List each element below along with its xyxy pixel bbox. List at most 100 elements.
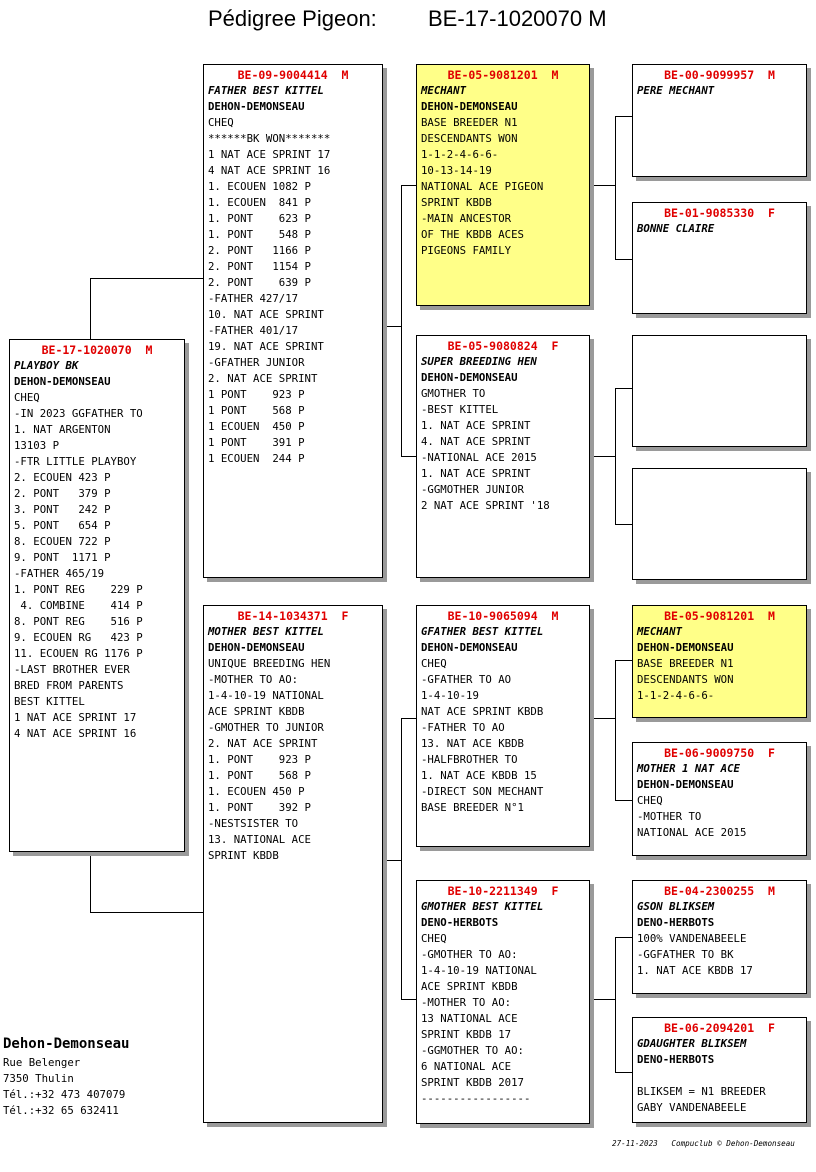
pigeon-card-ggm-mother-1-nat-ace[interactable]: BE-06-9009750 F MOTHER 1 NAT ACE DEHON-D… — [632, 742, 807, 856]
card-line: NAT ACE SPRINT KBDB — [421, 705, 544, 718]
connector-line — [588, 456, 615, 457]
connector-line — [401, 185, 417, 186]
pigeon-card-ggm-bonne-claire[interactable]: BE-01-9085330 F BONNE CLAIRE — [632, 202, 807, 314]
card-line: PIGEONS FAMILY — [421, 244, 512, 257]
card-line: -FATHER TO AO — [421, 721, 505, 734]
connector-line — [588, 718, 615, 719]
footer-credit: 27-11-2023 Compuclub © Dehon-Demonseau — [612, 1139, 795, 1148]
ring-number: BE-10-2211349 F — [447, 884, 559, 898]
connector-line — [401, 185, 402, 456]
card-line: SPRINT KBDB 17 — [421, 1028, 512, 1041]
owner-name: DENO-HERBOTS — [637, 916, 715, 929]
connector-line — [615, 937, 632, 938]
card-line: 13103 P — [14, 439, 60, 452]
pigeon-card-ggf-mechant[interactable]: BE-05-9081201 M MECHANT DEHON-DEMONSEAU … — [632, 605, 807, 718]
owner-name: DEHON-DEMONSEAU — [421, 641, 518, 654]
pigeon-card-paternal-grandmother[interactable]: BE-05-9080824 F SUPER BREEDING HEN DEHON… — [416, 335, 590, 578]
pigeon-name: PLAYBOY BK — [14, 359, 79, 372]
card-line: 2. NAT ACE SPRINT — [208, 737, 318, 750]
pigeon-name: GSON BLIKSEM — [637, 900, 715, 913]
connector-line — [615, 660, 616, 800]
card-line: -GMOTHER TO AO: — [421, 948, 518, 961]
connector-line — [615, 937, 616, 1072]
title-label: Pédigree Pigeon: — [208, 6, 377, 31]
pigeon-card-father[interactable]: BE-09-9004414 M FATHER BEST KITTEL DEHON… — [203, 64, 383, 578]
card-line: 1. PONT 392 P — [208, 801, 311, 814]
pigeon-card-paternal-grandfather[interactable]: BE-05-9081201 M MECHANT DEHON-DEMONSEAU … — [416, 64, 590, 306]
card-line: 13. NAT ACE KBDB — [421, 737, 524, 750]
card-line: 2. PONT 1166 P — [208, 244, 311, 257]
card-line: 13. NATIONAL ACE — [208, 833, 311, 846]
card-line: 1. ECOUEN 450 P — [208, 785, 305, 798]
card-line: BRED FROM PARENTS — [14, 679, 124, 692]
breeder-phone-mobile: Tél.:+32 473 407079 — [3, 1088, 126, 1101]
card-line: -GGFATHER TO BK — [637, 948, 734, 961]
card-line: 1. NAT ACE SPRINT — [421, 467, 531, 480]
pigeon-name: BONNE CLAIRE — [637, 222, 715, 235]
pigeon-name: FATHER BEST KITTEL — [208, 84, 324, 97]
pigeon-card-ggf-pere-mechant[interactable]: BE-00-9099957 M PERE MECHANT — [632, 64, 807, 177]
pigeon-name: GDAUGHTER BLIKSEM — [637, 1037, 747, 1050]
connector-line — [381, 326, 401, 327]
card-line: CHEQ — [421, 932, 447, 945]
ring-number: BE-06-9009750 F — [664, 746, 775, 760]
card-line: DESCENDANTS WON — [637, 673, 734, 686]
connector-line — [381, 860, 401, 861]
card-line: 1 PONT 391 P — [208, 436, 305, 449]
breeder-name: Dehon-Demonseau — [3, 1036, 130, 1052]
connector-line — [401, 718, 417, 719]
card-line: CHEQ — [637, 794, 663, 807]
card-line: 1. PONT 548 P — [208, 228, 311, 241]
card-line: 1. PONT REG 229 P — [14, 583, 143, 596]
connector-line — [615, 660, 632, 661]
card-line: CHEQ — [421, 657, 447, 670]
card-line: -GFATHER TO AO — [421, 673, 512, 686]
connector-line — [615, 259, 632, 260]
card-line: 4. COMBINE 414 P — [14, 599, 143, 612]
card-line: 1 ECOUEN 244 P — [208, 452, 305, 465]
card-line: 1-1-2-4-6-6- — [637, 689, 715, 702]
card-line: 1. NAT ACE KBDB 17 — [637, 964, 753, 977]
connector-line — [401, 718, 402, 999]
card-line: CHEQ — [208, 116, 234, 129]
connector-line — [90, 852, 91, 912]
breeder-city: 7350 Thulin — [3, 1072, 74, 1085]
connector-line — [615, 116, 632, 117]
card-line: -GGMOTHER JUNIOR — [421, 483, 524, 496]
card-line: 2. PONT 1154 P — [208, 260, 311, 273]
pigeon-card-ggf-gson-bliksem[interactable]: BE-04-2300255 M GSON BLIKSEM DENO-HERBOT… — [632, 880, 807, 994]
pigeon-card-ggm-gdaughter-bliksem[interactable]: BE-06-2094201 F GDAUGHTER BLIKSEM DENO-H… — [632, 1017, 807, 1123]
pigeon-card-empty[interactable] — [632, 335, 807, 447]
pigeon-card-subject[interactable]: BE-17-1020070 M PLAYBOY BK DEHON-DEMONSE… — [9, 339, 185, 852]
card-line: GABY VANDENABEELE — [637, 1101, 747, 1114]
pigeon-card-mother[interactable]: BE-14-1034371 F MOTHER BEST KITTEL DEHON… — [203, 605, 383, 1123]
owner-name: DEHON-DEMONSEAU — [14, 375, 111, 388]
card-line: 2. ECOUEN 423 P — [14, 471, 111, 484]
connector-line — [401, 999, 417, 1000]
card-line: NATIONAL ACE 2015 — [637, 826, 747, 839]
owner-name: DEHON-DEMONSEAU — [421, 100, 518, 113]
card-line: CHEQ — [14, 391, 40, 404]
card-line: 100% VANDENABEELE — [637, 932, 747, 945]
ring-number: BE-01-9085330 F — [664, 206, 775, 220]
card-line: 1. NAT ACE SPRINT — [421, 419, 531, 432]
card-line: -FATHER 401/17 — [208, 324, 299, 337]
pigeon-card-maternal-grandfather[interactable]: BE-10-9065094 M GFATHER BEST KITTEL DEHO… — [416, 605, 590, 847]
card-line: -GMOTHER TO JUNIOR — [208, 721, 324, 734]
card-line: 8. ECOUEN 722 P — [14, 535, 111, 548]
owner-name: DEHON-DEMONSEAU — [421, 371, 518, 384]
card-line: -HALFBROTHER TO — [421, 753, 518, 766]
card-line: 1. ECOUEN 1082 P — [208, 180, 311, 193]
card-line: 2. PONT 639 P — [208, 276, 311, 289]
breeder-street: Rue Belenger — [3, 1056, 81, 1069]
card-line: 4 NAT ACE SPRINT 16 — [14, 727, 137, 740]
card-line: -DIRECT SON MECHANT — [421, 785, 544, 798]
card-line: 4 NAT ACE SPRINT 16 — [208, 164, 331, 177]
card-line: -FTR LITTLE PLAYBOY — [14, 455, 137, 468]
pigeon-card-empty[interactable] — [632, 468, 807, 580]
pigeon-name: SUPER BREEDING HEN — [421, 355, 537, 368]
card-line: 1 PONT 923 P — [208, 388, 305, 401]
pigeon-name: GFATHER BEST KITTEL — [421, 625, 544, 638]
connector-line — [615, 388, 632, 389]
pigeon-card-maternal-grandmother[interactable]: BE-10-2211349 F GMOTHER BEST KITTEL DENO… — [416, 880, 590, 1124]
